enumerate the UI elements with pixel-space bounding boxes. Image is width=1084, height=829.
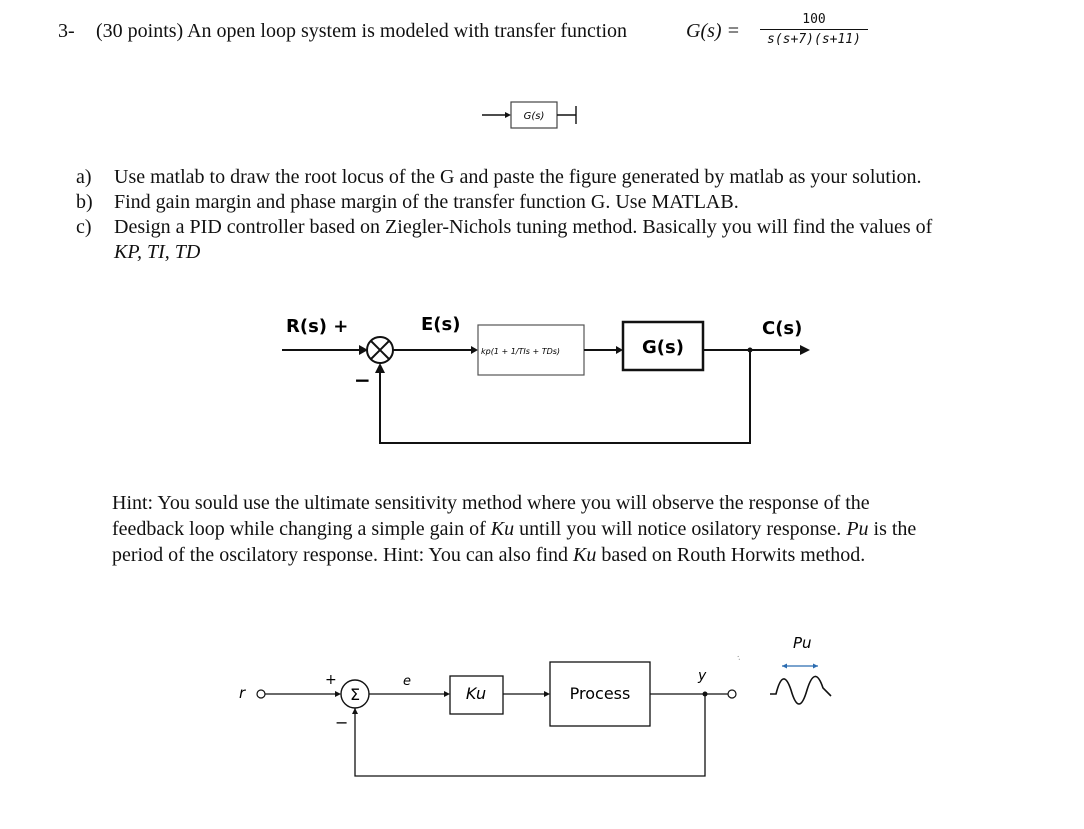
plant-block bbox=[621, 320, 705, 372]
dotted-guide bbox=[737, 655, 741, 662]
part-c-text: Design a PID controller based on Ziegler… bbox=[114, 216, 933, 238]
question-number: 3- bbox=[58, 20, 75, 42]
error-label: E(s) bbox=[421, 314, 460, 335]
open-loop-diagram: G(s) bbox=[482, 101, 577, 129]
tf-numerator: 100 bbox=[802, 12, 826, 27]
question-intro: (30 points) An open loop system is model… bbox=[96, 20, 628, 42]
plant-label: G(s) bbox=[642, 337, 684, 358]
part-b-label: b) bbox=[76, 191, 93, 213]
r-label: r bbox=[239, 684, 246, 702]
part-c: c) Design a PID controller based on Zieg… bbox=[76, 215, 932, 240]
r-terminal bbox=[256, 689, 266, 699]
gain-label: Ku bbox=[466, 684, 486, 703]
junction-cross-2 bbox=[370, 340, 390, 360]
minus-sign: − bbox=[354, 368, 371, 392]
minus-sign: − bbox=[335, 713, 348, 732]
part-b-text: Find gain margin and phase margin of the… bbox=[114, 191, 739, 213]
hint-line-1: Hint: You sould use the ultimate sensiti… bbox=[112, 492, 870, 514]
controller-label: kp(1 + 1/TIs + TDs) bbox=[481, 347, 560, 356]
gain-block bbox=[449, 675, 504, 715]
sum-symbol: Σ bbox=[350, 685, 360, 704]
part-a-text: Use matlab to draw the root locus of the… bbox=[114, 166, 922, 188]
part-c-label: c) bbox=[76, 216, 92, 238]
pid-feedback-diagram: R(s) + − E(s) kp(1 + 1/TIs + TDs) G(s) C… bbox=[282, 314, 810, 444]
controller-block bbox=[477, 324, 585, 376]
ku-symbol: Ku bbox=[490, 518, 515, 540]
pu-symbol: Pu bbox=[846, 518, 869, 540]
part-c-parameters: KP, TI, TD bbox=[114, 241, 201, 263]
gain-output-arrowhead bbox=[544, 691, 550, 697]
y-terminal bbox=[727, 689, 737, 699]
error-arrowhead bbox=[471, 346, 478, 354]
transfer-function-label: G(s) = bbox=[686, 20, 741, 42]
feedback-path bbox=[354, 694, 706, 777]
process-block bbox=[549, 661, 651, 727]
feedback-path bbox=[379, 350, 751, 444]
input-arrowhead bbox=[359, 345, 368, 355]
period-arrow-right bbox=[813, 663, 818, 669]
controller-output-arrowhead bbox=[616, 346, 623, 354]
input-arrowhead bbox=[505, 112, 511, 118]
ku-symbol-2: Ku bbox=[573, 544, 597, 566]
part-a: a) Use matlab to draw the root locus of … bbox=[76, 165, 932, 190]
hint-line-2: feedback loop while changing a simple ga… bbox=[112, 518, 917, 540]
period-arrow-left bbox=[782, 663, 787, 669]
feedback-arrowhead bbox=[375, 363, 385, 373]
input-label: R(s) + bbox=[286, 316, 348, 337]
period-label: Pu bbox=[793, 634, 812, 652]
output-arrowhead bbox=[800, 345, 810, 355]
part-b: b) Find gain margin and phase margin of … bbox=[76, 190, 932, 215]
parts-list: a) Use matlab to draw the root locus of … bbox=[76, 165, 932, 265]
e-label: e bbox=[403, 674, 411, 689]
hint-line-3: period of the oscilatory response. Hint:… bbox=[112, 544, 866, 566]
feedback-arrowhead bbox=[352, 708, 358, 714]
g-block bbox=[510, 101, 558, 129]
process-label: Process bbox=[570, 684, 631, 703]
plus-sign: + bbox=[325, 672, 337, 688]
hint-paragraph: Hint: You sould use the ultimate sensiti… bbox=[112, 490, 1032, 568]
g-block-label: G(s) bbox=[524, 111, 545, 122]
transfer-function-fraction: 100 s(s+7)(s+11) bbox=[760, 12, 868, 47]
r-arrowhead bbox=[335, 691, 341, 697]
tf-denominator: s(s+7)(s+11) bbox=[767, 32, 861, 47]
part-a-label: a) bbox=[76, 166, 92, 188]
y-label: y bbox=[697, 668, 707, 684]
ultimate-sensitivity-diagram: r + Σ − e Ku Process y Pu bbox=[239, 634, 832, 777]
oscillation-waveform bbox=[770, 675, 832, 705]
e-arrowhead bbox=[444, 691, 450, 697]
fraction-bar bbox=[760, 29, 868, 30]
output-label: C(s) bbox=[762, 318, 802, 339]
